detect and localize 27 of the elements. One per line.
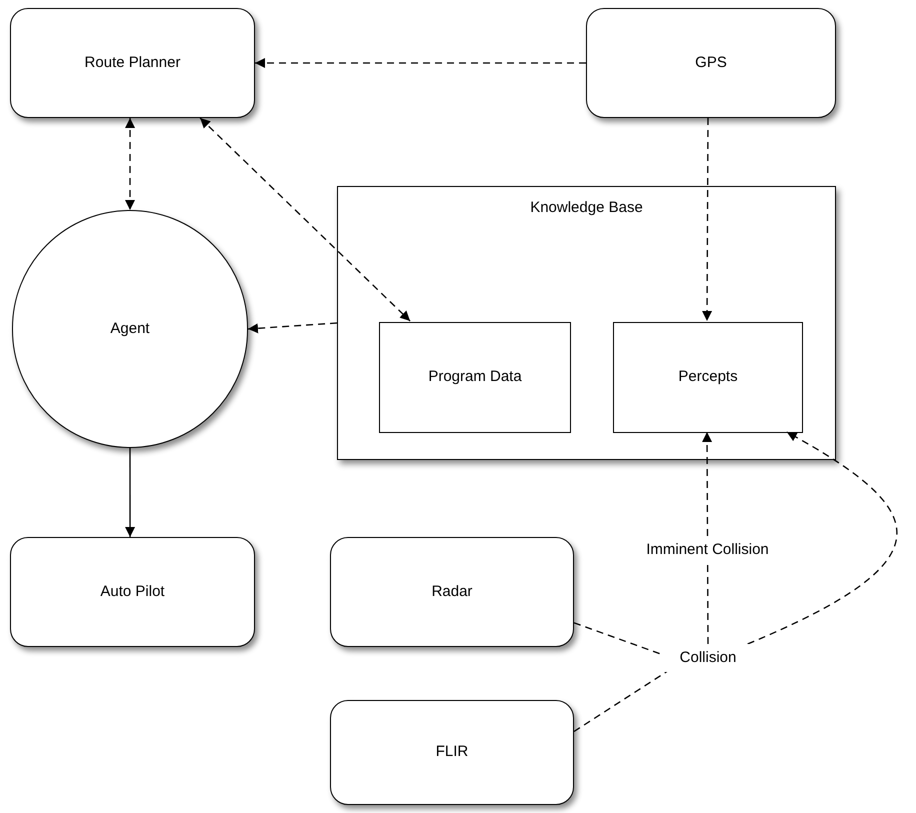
rounded-box xyxy=(330,700,574,805)
node-label: Agent xyxy=(110,318,150,339)
node-label: Route Planner xyxy=(84,52,180,73)
arrow xyxy=(125,118,136,210)
process-box xyxy=(613,322,803,433)
node-label: GPS xyxy=(695,52,727,73)
rounded-box xyxy=(10,8,255,118)
arrow xyxy=(248,322,338,334)
rounded-box xyxy=(586,8,836,118)
arrow xyxy=(702,118,712,321)
arrow xyxy=(702,432,712,644)
container-box xyxy=(337,186,836,460)
arrow xyxy=(747,431,898,645)
node-label: Radar xyxy=(432,582,472,602)
arrow xyxy=(255,58,586,68)
arrow xyxy=(125,448,136,537)
node-label: Program Data xyxy=(428,367,522,388)
process-box xyxy=(379,322,571,433)
node-label: Percepts xyxy=(678,367,738,388)
arrow xyxy=(200,118,411,322)
node-label: Auto Pilot xyxy=(100,582,165,602)
connector-line xyxy=(574,670,669,732)
node-label: Knowledge Base xyxy=(530,198,643,218)
rounded-box xyxy=(10,537,255,647)
node-label: Collision xyxy=(664,644,752,672)
node-label: FLIR xyxy=(436,742,468,762)
rounded-box xyxy=(330,537,574,647)
